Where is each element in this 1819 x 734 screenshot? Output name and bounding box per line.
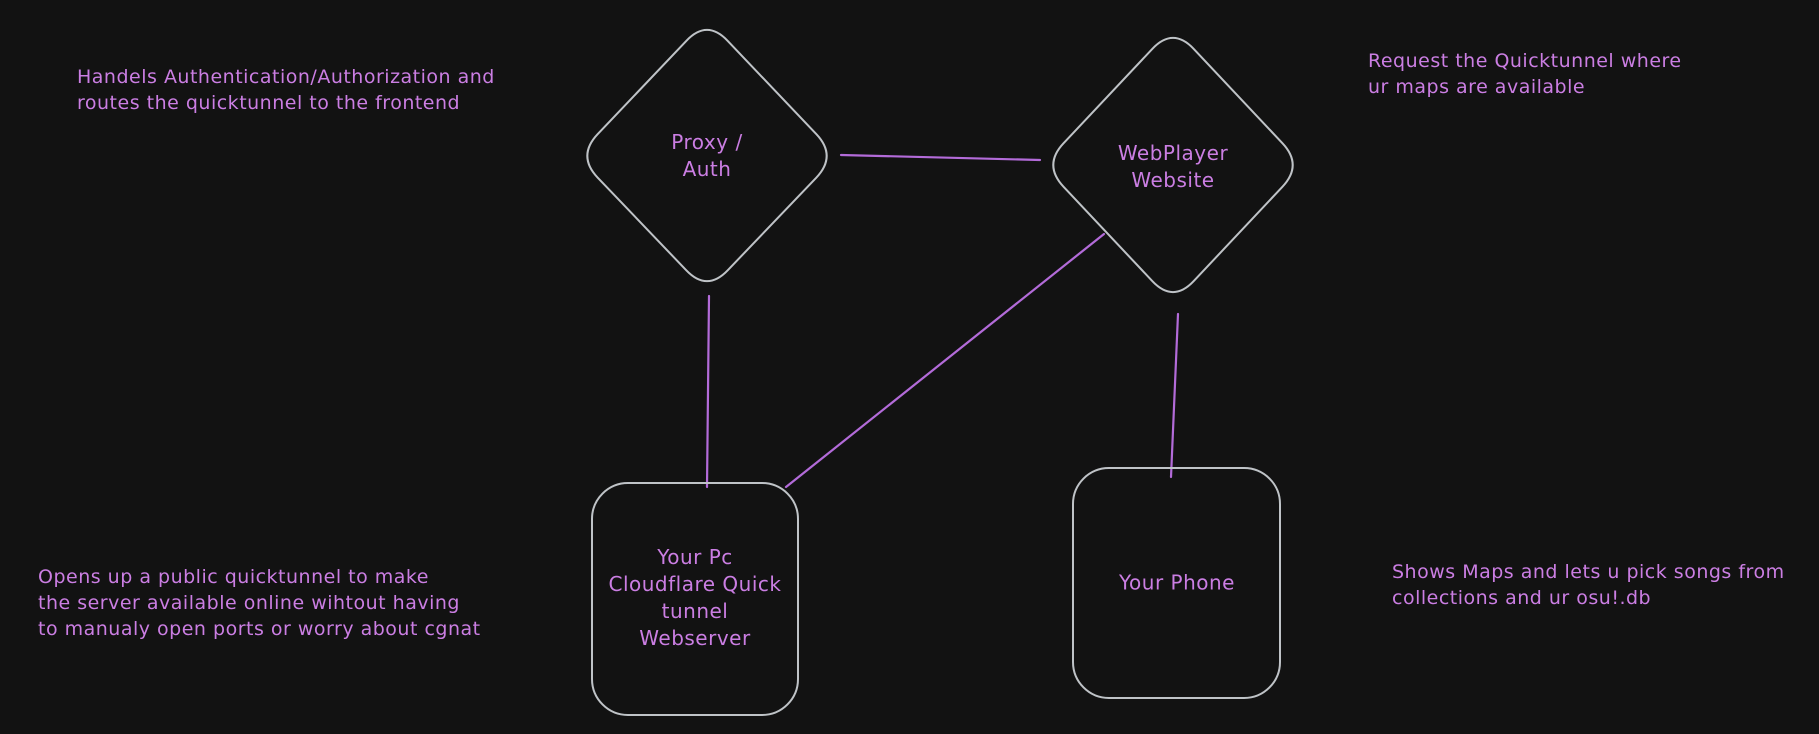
node-your-pc-label: Your Pc Cloudflare Quick tunnel Webserve…	[608, 545, 782, 650]
node-your-phone-label: Your Phone	[1118, 570, 1235, 595]
edge-proxy-to-your-pc[interactable]	[705, 294, 711, 489]
node-your-pc-shape[interactable]	[591, 482, 799, 716]
node-webplayer-shape[interactable]	[1052, 36, 1294, 294]
annotation-proxy-auth-description[interactable]: Handels Authentication/Authorization and…	[77, 66, 495, 114]
node-webplayer-label: WebPlayer Website	[1117, 141, 1229, 192]
annotation-quicktunnel-description[interactable]: Opens up a public quicktunnel to make th…	[38, 566, 481, 640]
annotation-phone-maps-description[interactable]: Shows Maps and lets u pick songs from co…	[1392, 561, 1785, 609]
node-your-phone-shape[interactable]	[1072, 467, 1281, 699]
edge-proxy-to-webplayer[interactable]	[839, 153, 1042, 162]
node-proxy-auth-shape[interactable]	[586, 28, 828, 283]
annotation-webplayer-request-description[interactable]: Request the Quicktunnel where ur maps ar…	[1368, 50, 1682, 98]
node-proxy-auth-label: Proxy / Auth	[671, 130, 743, 181]
edge-webplayer-to-your-pc[interactable]	[784, 232, 1106, 489]
edge-webplayer-to-your-phone[interactable]	[1169, 312, 1180, 479]
